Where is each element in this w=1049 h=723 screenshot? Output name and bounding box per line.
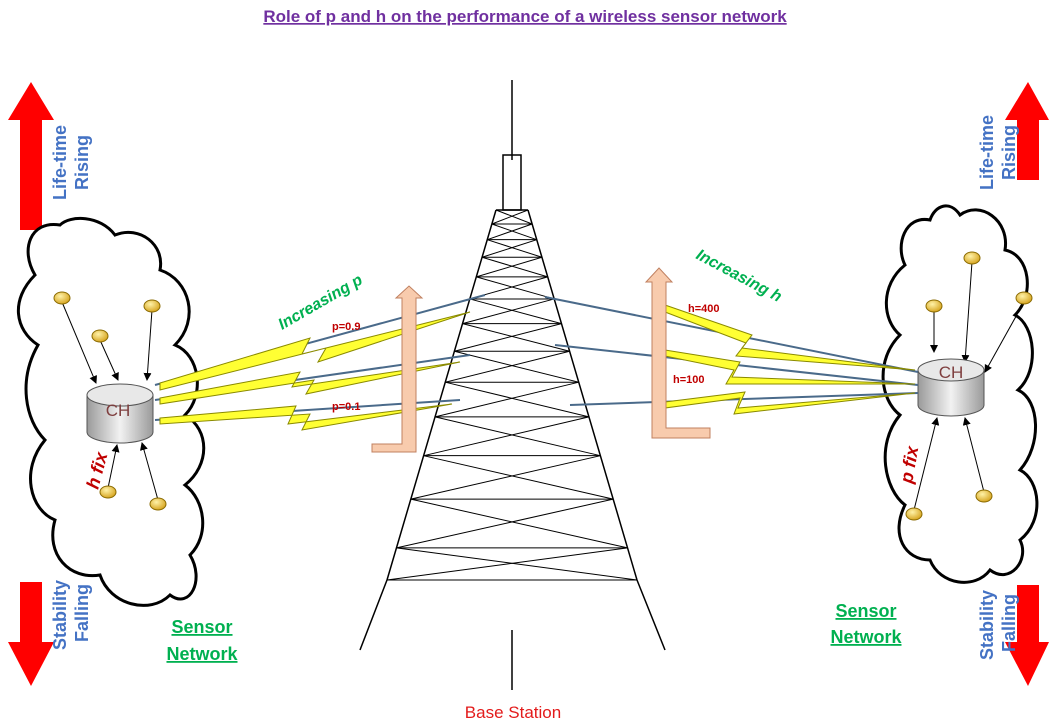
left-sensor-label: Sensor	[171, 617, 232, 637]
page-title: Role of p and h on the performance of a …	[263, 7, 787, 26]
right-falling-label: Falling	[999, 594, 1019, 652]
tower-brace	[434, 381, 579, 418]
left-network-label: Network	[166, 644, 238, 664]
base-station-tower	[359, 80, 666, 690]
tower-brace	[454, 323, 562, 352]
tower-brace	[491, 209, 529, 225]
sensor-node-icon	[963, 251, 981, 265]
right-node-links	[913, 261, 1025, 511]
right-stability-label: Stability	[977, 590, 997, 660]
left-link-bottom-label: p=0.1	[332, 401, 360, 413]
left-link-top-label: p=0.9	[332, 321, 360, 333]
tower-brace	[481, 239, 537, 258]
lightning-bolt-icon	[664, 349, 916, 385]
tower-brace	[434, 416, 601, 457]
left-lifetime-label: Life-time	[50, 125, 70, 200]
tower-brace	[445, 381, 590, 418]
lightning-bolt-icon	[159, 361, 461, 405]
right-increasing-label: Increasing h	[693, 247, 784, 306]
right-up-arrow-icon	[1005, 82, 1049, 180]
tower-brace	[423, 416, 590, 457]
tower-brace	[462, 323, 570, 352]
tower-brace	[423, 455, 614, 500]
right-lifetime-label: Life-time	[977, 115, 997, 190]
left-ch-label: CH	[106, 401, 131, 420]
sensor-node-icon	[143, 299, 161, 313]
left-increase-arrow-icon	[371, 285, 424, 453]
left-cluster-head: CH	[86, 383, 154, 444]
left-falling-label: Falling	[72, 584, 92, 642]
right-increase-arrow-icon	[644, 267, 711, 439]
lightning-bolt-icon	[664, 391, 916, 415]
tower-brace	[445, 350, 570, 383]
tower-brace	[386, 547, 628, 581]
sensor-node-icon	[91, 329, 109, 343]
tower-brace	[487, 223, 533, 241]
tower-brace	[469, 298, 562, 325]
right-link-top-label: h=400	[688, 303, 720, 315]
right-links	[544, 296, 919, 415]
left-up-arrow-icon	[8, 82, 54, 230]
left-node-links	[61, 301, 159, 501]
right-link-mid-label: h=100	[673, 374, 705, 386]
left-sensor-nodes	[53, 291, 167, 511]
right-network-label: Network	[830, 627, 902, 647]
left-rising-label: Rising	[72, 135, 92, 190]
right-sensor-nodes	[905, 251, 1033, 521]
lightning-bolt-icon	[159, 403, 453, 431]
tower-brace	[495, 209, 533, 225]
sensor-node-icon	[1015, 291, 1033, 305]
sensor-node-icon	[53, 291, 71, 305]
tower-brace	[454, 350, 579, 383]
tower-brace	[462, 298, 555, 325]
left-down-arrow-icon	[8, 582, 54, 686]
left-stability-label: Stability	[50, 580, 70, 650]
right-cluster-head: CH	[917, 358, 985, 417]
base-station-label: Base Station	[465, 703, 561, 722]
tower-brace	[410, 498, 628, 549]
left-links	[154, 294, 486, 431]
sensor-node-icon	[975, 489, 993, 503]
lightning-bolt-icon	[664, 304, 916, 371]
tower-brace	[491, 223, 537, 241]
lightning-bolt-icon	[159, 311, 471, 391]
tower-brace	[481, 256, 548, 278]
tower-brace	[410, 455, 601, 500]
tower-brace	[396, 547, 638, 581]
sensor-node-icon	[99, 485, 117, 499]
sensor-node-icon	[149, 497, 167, 511]
tower-brace	[396, 498, 614, 549]
tower-brace	[476, 256, 543, 278]
right-rising-label: Rising	[999, 125, 1019, 180]
sensor-node-icon	[925, 299, 943, 313]
right-down-arrow-icon	[1005, 585, 1049, 686]
right-ch-label: CH	[939, 363, 964, 382]
tower-brace	[487, 239, 543, 258]
tower-brace	[476, 276, 555, 300]
right-sensor-label: Sensor	[835, 601, 896, 621]
sensor-node-icon	[905, 507, 923, 521]
